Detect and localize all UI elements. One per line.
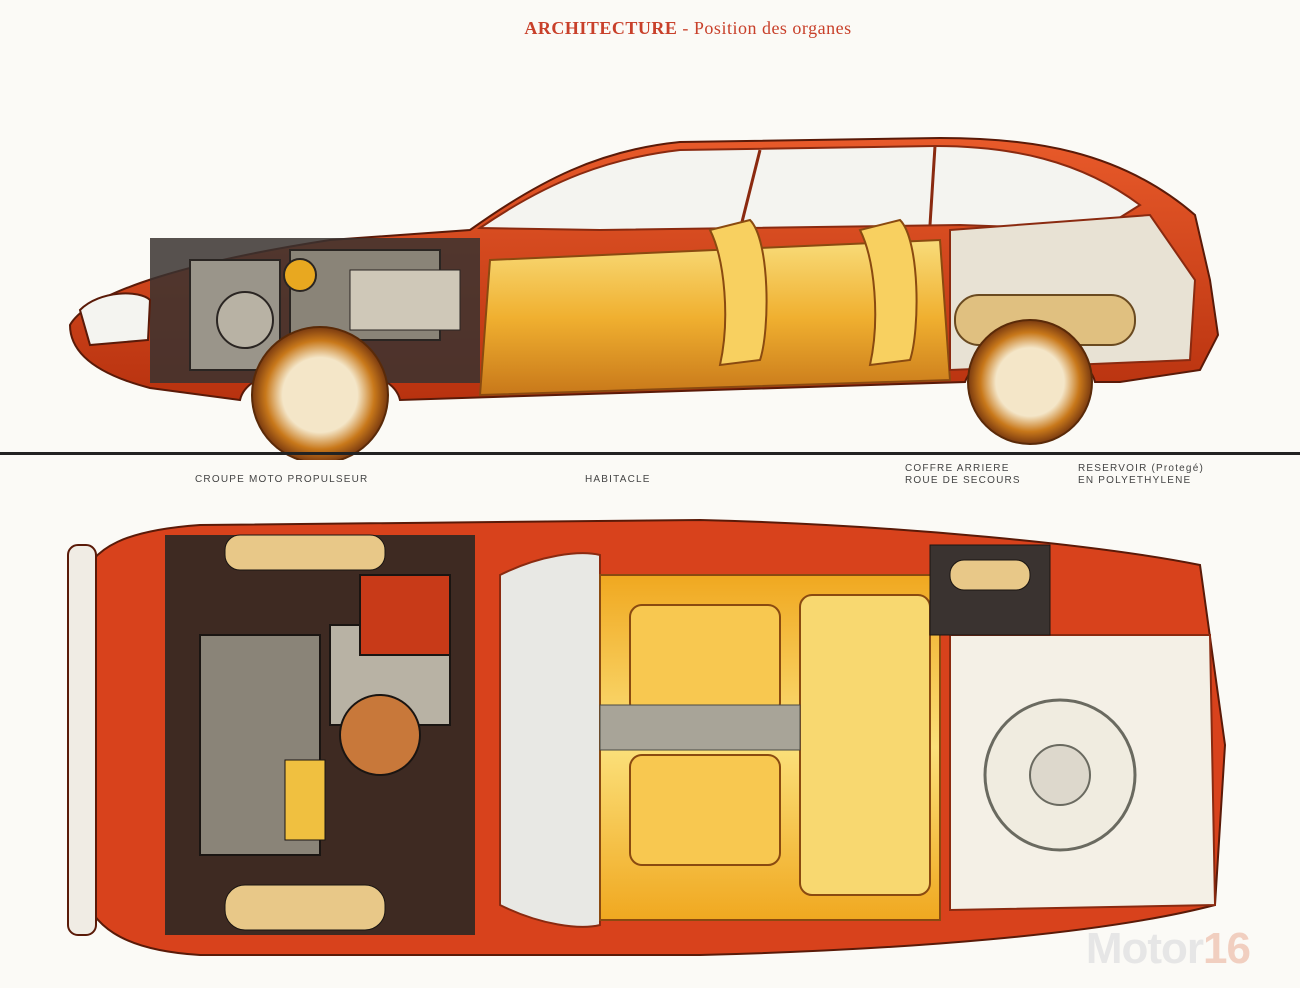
label-coffre-line2: ROUE DE SECOURS bbox=[905, 475, 1021, 486]
label-reservoir-line1: RESERVOIR (Protegé) bbox=[1078, 463, 1204, 474]
windows-glass bbox=[476, 144, 1142, 232]
cabin-interior bbox=[478, 218, 952, 397]
engine-bay-top bbox=[165, 534, 475, 935]
label-coffre-line1: COFFRE ARRIERE bbox=[905, 463, 1010, 474]
watermark-logo: Motor16 bbox=[1085, 924, 1251, 974]
ground-line bbox=[0, 452, 1300, 455]
cabin-interior-top bbox=[599, 574, 941, 921]
rear-wheel bbox=[967, 319, 1093, 445]
front-nose bbox=[67, 544, 97, 936]
page-title: ARCHITECTURE - Position des organes bbox=[0, 18, 1300, 39]
front-wheel bbox=[251, 326, 389, 460]
title-separator: - bbox=[682, 18, 689, 38]
title-subtitle: Position des organes bbox=[693, 18, 852, 38]
title-main: ARCHITECTURE bbox=[524, 18, 678, 38]
label-habitacle: HABITACLE bbox=[585, 474, 651, 485]
watermark-part2: 16 bbox=[1203, 924, 1251, 973]
top-cutaway-illustration bbox=[67, 518, 1227, 956]
side-cutaway-illustration bbox=[68, 136, 1220, 460]
label-reservoir-line2: EN POLYETHYLENE bbox=[1078, 475, 1192, 486]
watermark-part1: Motor bbox=[1085, 924, 1204, 973]
label-groupe-moto-propulseur: CROUPE MOTO PROPULSEUR bbox=[195, 474, 369, 485]
trunk-top bbox=[929, 544, 1217, 912]
